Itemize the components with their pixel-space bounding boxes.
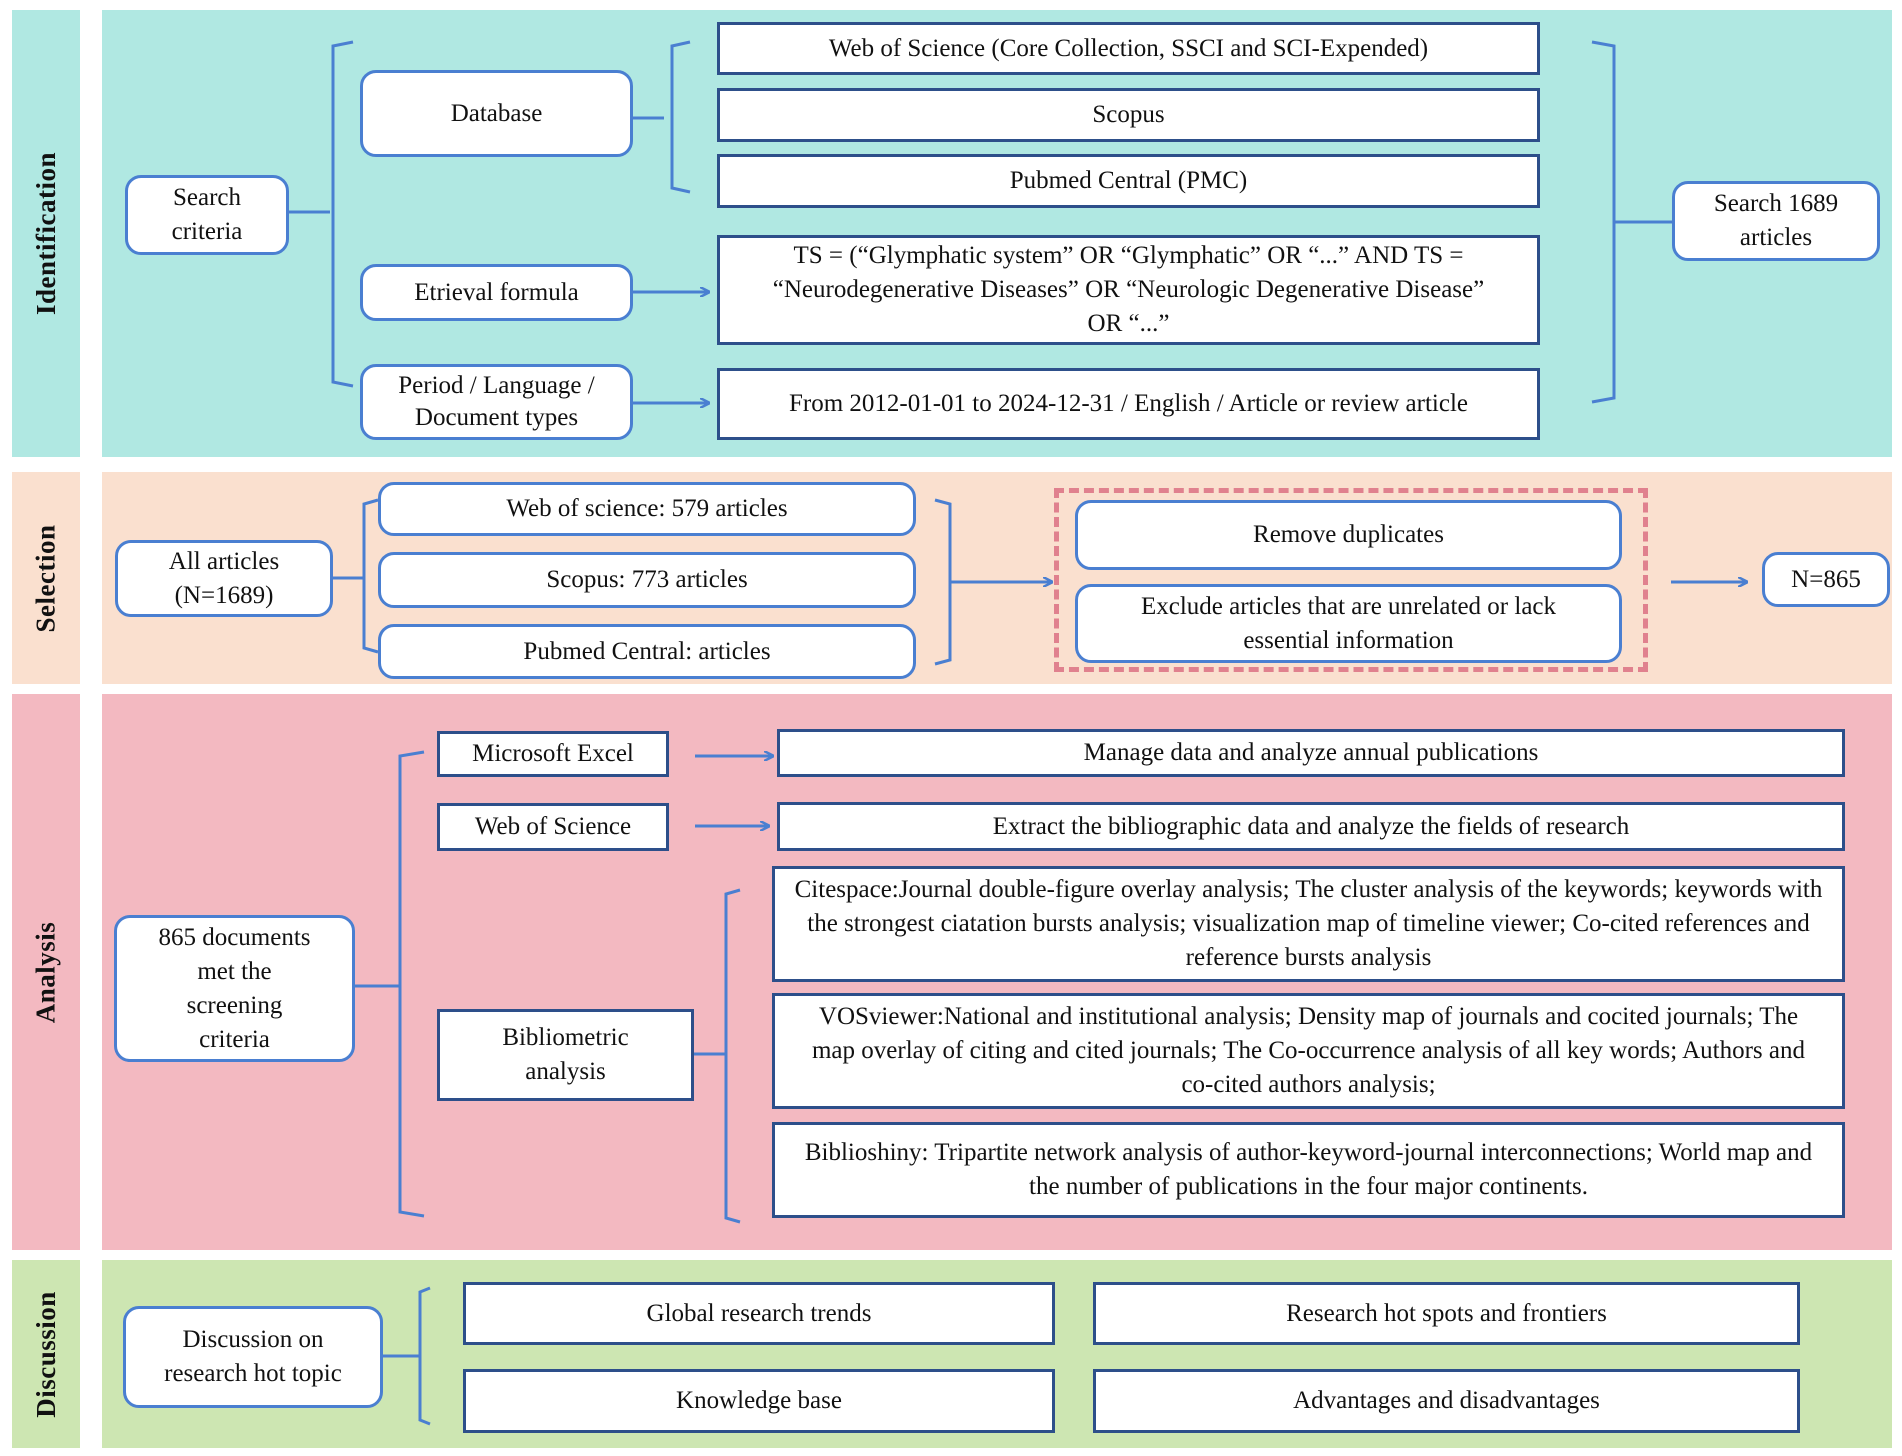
n865-result-box: N=865 — [1762, 552, 1890, 607]
citespace-box: Citespace:Journal double-figure overlay … — [772, 866, 1845, 982]
discussion-band — [12, 1260, 80, 1448]
manage-data-box: Manage data and analyze annual publicati… — [777, 729, 1845, 777]
database-box: Database — [360, 70, 633, 157]
retrieval-formula-box: Etrieval formula — [360, 264, 633, 321]
global-trends-box: Global research trends — [463, 1282, 1055, 1345]
pmc-database-box: Pubmed Central (PMC) — [717, 154, 1540, 208]
wos-tool-box: Web of Science — [437, 803, 669, 851]
scopus-articles-box: Scopus: 773 articles — [378, 552, 916, 608]
knowledge-base-box: Knowledge base — [463, 1369, 1055, 1433]
pmc-articles-box: Pubmed Central: articles — [378, 624, 916, 679]
vosviewer-box: VOSviewer:National and institutional ana… — [772, 993, 1845, 1109]
extract-data-box: Extract the bibliographic data and analy… — [777, 802, 1845, 851]
excel-tool-box: Microsoft Excel — [437, 731, 669, 777]
search-criteria-box: Search criteria — [125, 175, 289, 255]
period-value-box: From 2012-01-01 to 2024-12-31 / English … — [717, 368, 1540, 440]
analysis-band — [12, 694, 80, 1250]
scopus-database-box: Scopus — [717, 88, 1540, 142]
bibliometric-analysis-box: Bibliometric analysis — [437, 1009, 694, 1101]
exclude-articles-box: Exclude articles that are unrelated or l… — [1075, 584, 1622, 663]
search-result-box: Search 1689 articles — [1672, 181, 1880, 261]
advantages-box: Advantages and disadvantages — [1093, 1369, 1800, 1433]
selection-label: Selection — [30, 524, 61, 632]
retrieval-formula-value-box: TS = (“Glymphatic system” OR “Glymphatic… — [717, 235, 1540, 345]
identification-band — [12, 10, 80, 457]
hot-spots-box: Research hot spots and frontiers — [1093, 1282, 1800, 1345]
identification-label: Identification — [30, 151, 61, 316]
all-articles-box: All articles (N=1689) — [115, 540, 333, 617]
analysis-label: Analysis — [30, 921, 61, 1023]
period-language-box: Period / Language / Document types — [360, 364, 633, 440]
discussion-label: Discussion — [30, 1290, 61, 1418]
documents-box: 865 documents met the screening criteria — [114, 915, 355, 1062]
biblioshiny-box: Biblioshiny: Tripartite network analysis… — [772, 1122, 1845, 1218]
remove-duplicates-box: Remove duplicates — [1075, 500, 1622, 570]
wos-articles-box: Web of science: 579 articles — [378, 482, 916, 536]
discussion-topic-box: Discussion on research hot topic — [123, 1306, 383, 1408]
screening-dashed-frame — [1054, 488, 1648, 672]
selection-band — [12, 472, 80, 684]
wos-database-box: Web of Science (Core Collection, SSCI an… — [717, 22, 1540, 75]
